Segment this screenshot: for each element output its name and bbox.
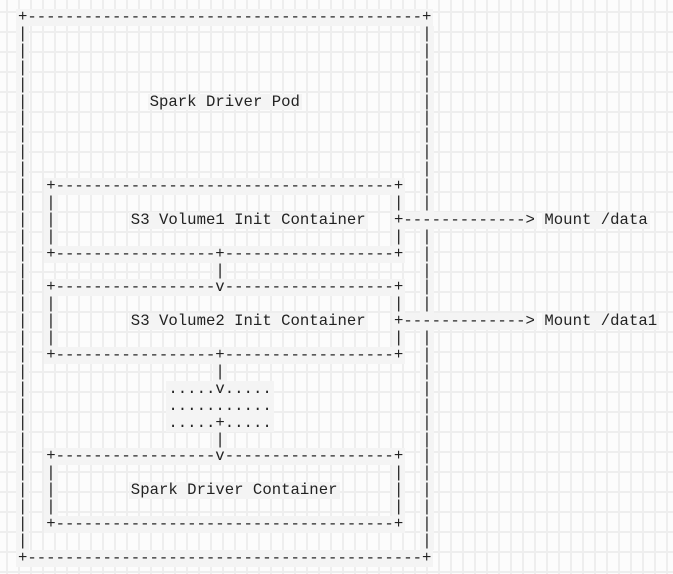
diagram-segment: | bbox=[16, 295, 30, 314]
mount-data1-arrow: +-------------> bbox=[392, 312, 537, 331]
diagram-segment: | bbox=[16, 109, 30, 128]
diagram-segment: | bbox=[420, 447, 434, 466]
diagram-segment: | bbox=[44, 481, 58, 500]
diagram-segment: | bbox=[420, 362, 434, 381]
spark-driver-pod-label: Spark Driver Pod bbox=[147, 92, 302, 111]
volume2-box-bottom-border: +-----------------+------------------+ bbox=[44, 346, 406, 364]
diagram-segment: | bbox=[420, 498, 434, 517]
s3-volume2-init-container-label: S3 Volume2 Init Container bbox=[128, 312, 368, 331]
diagram-segment: | bbox=[16, 58, 30, 77]
diagram-segment: | bbox=[16, 312, 30, 331]
diagram-segment: | bbox=[16, 481, 30, 500]
mount-data-arrow: +-------------> bbox=[392, 210, 537, 229]
diagram-segment: | bbox=[392, 295, 406, 314]
diagram-segment: | bbox=[16, 531, 30, 550]
dotted-ellipsis-row3: .....+..... bbox=[166, 413, 274, 432]
diagram-segment: | bbox=[420, 379, 434, 398]
diagram-segment: | bbox=[44, 227, 58, 246]
diagram-segment: | bbox=[16, 75, 30, 94]
mount-data1-label: Mount /data1 bbox=[542, 312, 660, 331]
diagram-segment: | bbox=[16, 227, 30, 246]
diagram-segment: | bbox=[392, 329, 406, 348]
diagram-segment: | bbox=[420, 464, 434, 483]
diagram-segment: | bbox=[16, 430, 30, 449]
diagram-segment: | bbox=[44, 210, 58, 229]
diagram-segment: | bbox=[420, 481, 434, 500]
connector-volume1-volume2: | bbox=[213, 261, 227, 280]
mount-data-label: Mount /data bbox=[542, 210, 650, 229]
diagram-segment: | bbox=[420, 531, 434, 550]
dotted-ellipsis-row2: ........... bbox=[166, 396, 274, 415]
diagram-segment: | bbox=[392, 464, 406, 483]
driver-box-top-border: +-----------------v------------------+ bbox=[44, 447, 406, 466]
diagram-segment: | bbox=[16, 413, 30, 432]
diagram-segment: | bbox=[420, 430, 434, 449]
volume2-box-top-border: +-----------------v------------------+ bbox=[44, 278, 406, 297]
diagram-segment: | bbox=[16, 447, 30, 466]
diagram-segment: | bbox=[420, 193, 434, 212]
diagram-segment: | bbox=[392, 193, 406, 212]
diagram-segment: | bbox=[16, 210, 30, 229]
diagram-segment: | bbox=[16, 92, 30, 111]
diagram-segment: | bbox=[16, 177, 30, 195]
diagram-segment: | bbox=[16, 498, 30, 517]
diagram-segment: | bbox=[420, 41, 434, 60]
diagram-segment: | bbox=[420, 92, 434, 111]
dotted-ellipsis-row1: .....v..... bbox=[166, 379, 274, 398]
driver-box-bottom-border: +------------------------------------+ bbox=[44, 515, 406, 533]
diagram-segment: | bbox=[392, 481, 406, 500]
volume1-box-bottom-border: +-----------------+------------------+ bbox=[44, 244, 406, 263]
diagram-segment: | bbox=[44, 498, 58, 517]
diagram-segment: | bbox=[420, 515, 434, 533]
diagram-segment: | bbox=[420, 75, 434, 94]
diagram-segment: | bbox=[16, 362, 30, 381]
diagram-segment: | bbox=[420, 126, 434, 145]
diagram-segment: | bbox=[16, 379, 30, 398]
connector-volume2-dots: | bbox=[213, 362, 227, 381]
diagram-segment: | bbox=[44, 329, 58, 348]
spark-driver-container-label: Spark Driver Container bbox=[128, 481, 340, 500]
diagram-segment: | bbox=[16, 244, 30, 263]
diagram-segment: | bbox=[392, 498, 406, 517]
diagram-segment: | bbox=[16, 41, 30, 60]
diagram-segment: | bbox=[16, 126, 30, 145]
diagram-segment: | bbox=[420, 413, 434, 432]
pod-box-top-border: +---------------------------------------… bbox=[16, 8, 434, 26]
diagram-segment: | bbox=[420, 295, 434, 314]
diagram-segment: | bbox=[420, 143, 434, 162]
diagram-segment: | bbox=[420, 227, 434, 246]
diagram-segment: | bbox=[16, 143, 30, 162]
diagram-segment: | bbox=[16, 346, 30, 364]
diagram-segment: | bbox=[16, 193, 30, 212]
diagram-segment: | bbox=[16, 515, 30, 533]
diagram-segment: | bbox=[392, 227, 406, 246]
connector-dots-driver: | bbox=[213, 430, 227, 449]
diagram-segment: | bbox=[420, 24, 434, 43]
s3-volume1-init-container-label: S3 Volume1 Init Container bbox=[128, 210, 368, 229]
diagram-segment: | bbox=[420, 329, 434, 348]
diagram-segment: | bbox=[16, 160, 30, 179]
diagram-segment: | bbox=[44, 193, 58, 212]
diagram-segment: | bbox=[16, 329, 30, 348]
diagram-segment: | bbox=[44, 464, 58, 483]
diagram-segment: | bbox=[420, 177, 434, 195]
diagram-segment: | bbox=[420, 346, 434, 364]
volume1-box-top-border: +------------------------------------+ bbox=[44, 177, 406, 195]
diagram-segment: | bbox=[420, 58, 434, 77]
diagram-segment: | bbox=[44, 312, 58, 331]
diagram-segment: | bbox=[420, 396, 434, 415]
diagram-segment: | bbox=[16, 278, 30, 297]
diagram-segment: | bbox=[16, 261, 30, 280]
diagram-segment: | bbox=[44, 295, 58, 314]
diagram-segment: | bbox=[16, 24, 30, 43]
pod-box-bottom-border: +---------------------------------------… bbox=[16, 548, 434, 567]
diagram-segment: | bbox=[420, 244, 434, 263]
diagram-segment: | bbox=[420, 261, 434, 280]
diagram-segment: | bbox=[420, 278, 434, 297]
diagram-segment: | bbox=[420, 160, 434, 179]
diagram-segment: | bbox=[16, 464, 30, 483]
diagram-segment: | bbox=[420, 109, 434, 128]
diagram-segment: | bbox=[16, 396, 30, 415]
